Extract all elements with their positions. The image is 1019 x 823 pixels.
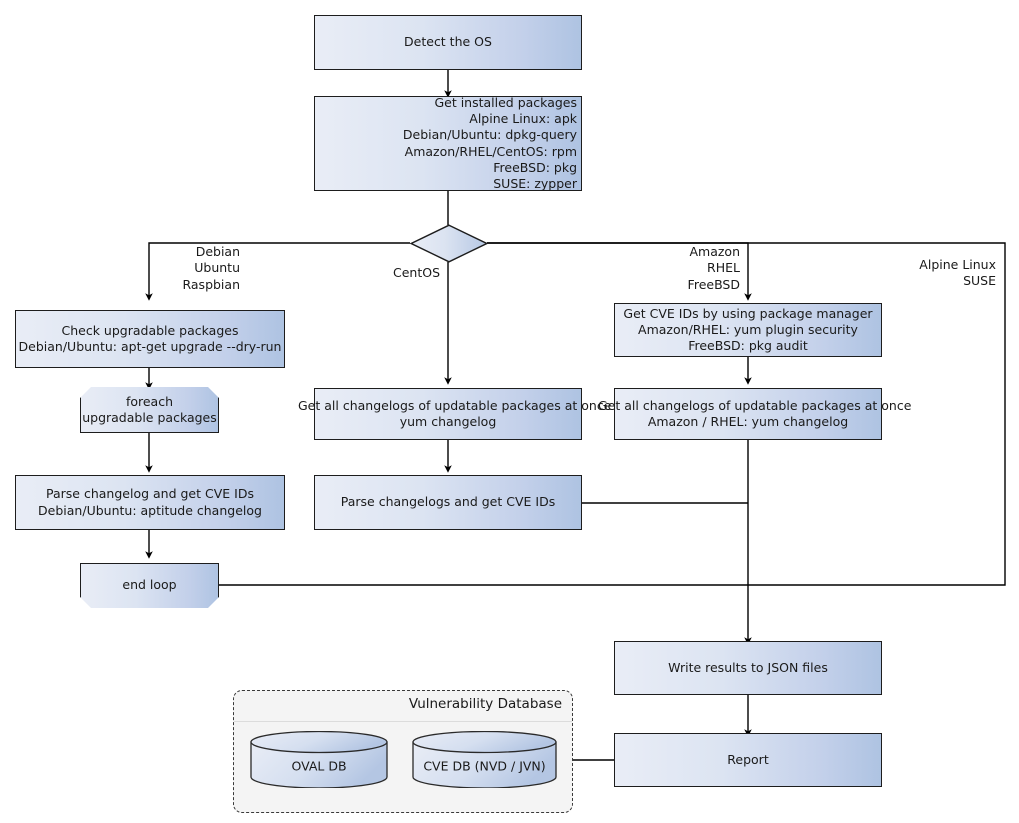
- branch-label-centos: CentOS: [392, 265, 440, 280]
- node-report[interactable]: Report: [614, 733, 882, 787]
- database-oval-db-label: OVAL DB: [291, 758, 347, 774]
- wire-decision-to-debian: [145, 242, 410, 301]
- node-changelogs-amazon-label: Get all changelogs of updatable packages…: [598, 397, 912, 429]
- node-changelogs-centos-label: Get all changelogs of updatable packages…: [298, 397, 612, 429]
- node-write-results-label: Write results to JSON files: [668, 659, 828, 675]
- database-cve-db-label: CVE DB (NVD / JVN): [423, 758, 546, 774]
- node-detect-os-label: Detect the OS: [404, 34, 492, 50]
- node-report-label: Report: [727, 751, 769, 767]
- node-end-loop-label: end loop: [122, 577, 177, 593]
- database-oval-db[interactable]: OVAL DB: [250, 730, 388, 789]
- database-cve-db[interactable]: CVE DB (NVD / JVN): [412, 730, 557, 789]
- node-changelogs-amazon[interactable]: Get all changelogs of updatable packages…: [598, 388, 911, 440]
- wire-decision-to-alpine: [487, 242, 1006, 586]
- node-parse-changelogs-centos-label: Parse changelogs and get CVE IDs: [340, 494, 556, 510]
- node-detect-os[interactable]: Detect the OS: [314, 15, 582, 70]
- group-title-divider: [234, 721, 572, 722]
- node-end-loop[interactable]: end loop: [80, 563, 219, 608]
- node-changelogs-centos[interactable]: Get all changelogs of updatable packages…: [298, 388, 611, 440]
- node-write-results[interactable]: Write results to JSON files: [614, 641, 882, 695]
- node-parse-changelogs-centos[interactable]: Parse changelogs and get CVE IDs: [314, 475, 582, 530]
- node-decision-os-family[interactable]: [409, 224, 489, 263]
- vulnerability-database-title: Vulnerability Database: [408, 696, 562, 712]
